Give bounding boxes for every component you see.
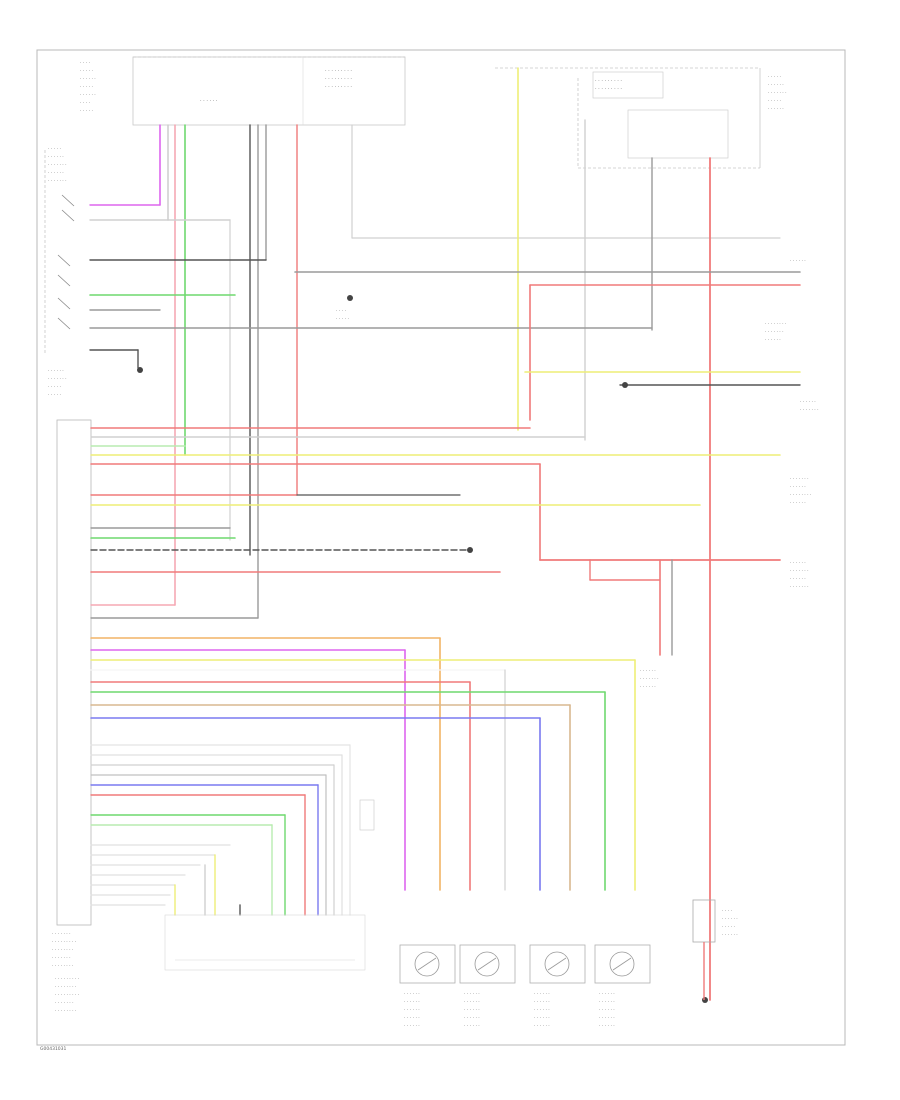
svg-text:· · · · · · ·: · · · · · · · [55, 1001, 74, 1006]
svg-text:· · · · · · ·: · · · · · · · [48, 179, 67, 184]
svg-text:· · · · · ·: · · · · · · [534, 992, 550, 997]
svg-text:· · · · · ·: · · · · · · [768, 107, 784, 112]
svg-text:· · · ·: · · · · [336, 309, 346, 314]
svg-text:· · · · · ·: · · · · · · [722, 933, 738, 938]
svg-text:· · · · · ·: · · · · · · [722, 917, 738, 922]
svg-text:· · · · · · ·: · · · · · · · [768, 91, 787, 96]
svg-text:· · · · · · · · ·: · · · · · · · · · [595, 86, 622, 92]
svg-text:· · · · · · ·: · · · · · · · [800, 408, 819, 413]
svg-text:· · · · · ·: · · · · · · [640, 669, 656, 674]
svg-text:· · · · · · · ·: · · · · · · · · [790, 493, 811, 498]
svg-text:· · · · · · ·: · · · · · · · [790, 585, 809, 590]
svg-text:· · · · · ·: · · · · · · [404, 1016, 420, 1021]
svg-text:· · · · · · ·: · · · · · · · [790, 569, 809, 574]
svg-text:· · · · · ·: · · · · · · [80, 93, 96, 98]
svg-text:· · · · · ·: · · · · · · [464, 1000, 480, 1005]
svg-text:· · · · · · · · ·: · · · · · · · · · [52, 940, 76, 945]
svg-text:· · · · · · · ·: · · · · · · · · [55, 1009, 76, 1014]
abs-control-module: · · · · · · · · · · · · · · · · · · · · … [52, 419, 92, 969]
svg-text:· · · · · · · · ·: · · · · · · · · · [325, 76, 352, 82]
top-right-relay-block: · · · · · · · · · · · · · · · · · · · · … [495, 67, 787, 169]
svg-text:· · · ·: · · · · [722, 909, 732, 914]
svg-text:· · · · ·: · · · · · [336, 317, 349, 322]
svg-text:· · · · · ·: · · · · · · [534, 1008, 550, 1013]
svg-text:· · · · · · · ·: · · · · · · · · [52, 964, 73, 969]
svg-text:· · · · · ·: · · · · · · [599, 992, 615, 997]
svg-text:· · · · · ·: · · · · · · [599, 1000, 615, 1005]
svg-text:· · · · · ·: · · · · · · [599, 1008, 615, 1013]
svg-text:· · · · · · ·: · · · · · · · [790, 477, 809, 482]
svg-text:· · · ·: · · · · [80, 101, 90, 106]
wheel-sensor-rr: · · · · · · · · · · · · · · · · · · · · · ·… [594, 944, 651, 1029]
svg-text:· · · · · ·: · · · · · · [534, 1000, 550, 1005]
svg-text:· · · · · ·: · · · · · · [599, 1016, 615, 1021]
svg-text:· · · · ·: · · · · · [768, 99, 781, 104]
wheel-sensor-lf: · · · · · · · · · · · · · · · · · · · · · ·… [399, 944, 456, 1029]
svg-text:· · · · · ·: · · · · · · [464, 1016, 480, 1021]
svg-text:· · · · · ·: · · · · · · [48, 171, 64, 176]
top-left-fuse-block: · · · · · · · · · · · · · · · · · · · · … [80, 56, 406, 126]
svg-text:· · · · · · · · ·: · · · · · · · · · [55, 977, 79, 982]
svg-text:· · · · ·: · · · · · [768, 75, 781, 80]
svg-text:· · · · · · ·: · · · · · · · [765, 330, 784, 335]
page-id: G00431031 [40, 1046, 67, 1052]
wheel-sensor-rf: · · · · · · · · · · · · · · · · · · · · · ·… [459, 944, 516, 1029]
svg-text:· · · · · · · ·: · · · · · · · · [52, 948, 73, 953]
svg-text:· · · · · ·: · · · · · · [464, 1024, 480, 1029]
ground-markers: · · · · · · · · · [137, 295, 708, 1003]
svg-text:· · · · · ·: · · · · · · [80, 77, 96, 82]
svg-text:· · · · · ·: · · · · · · [404, 1024, 420, 1029]
svg-text:· · · · · ·: · · · · · · [464, 992, 480, 997]
svg-text:· · · · · ·: · · · · · · [534, 1016, 550, 1021]
svg-text:· · · · ·: · · · · · [80, 69, 93, 74]
svg-text:· · · · · · · ·: · · · · · · · · [765, 322, 786, 327]
svg-text:· · · · · ·: · · · · · · [790, 561, 806, 566]
svg-text:· · · · ·: · · · · · [80, 85, 93, 90]
svg-text:· · · · · ·: · · · · · · [404, 1000, 420, 1005]
svg-text:· · · · · · · · ·: · · · · · · · · · [325, 84, 352, 90]
svg-text:· · · · ·: · · · · · [48, 147, 61, 152]
wheel-sensor-lr: · · · · · · · · · · · · · · · · · · · · · ·… [529, 944, 586, 1029]
svg-text:· · · · · ·: · · · · · · [404, 1008, 420, 1013]
svg-text:· · · · · ·: · · · · · · [640, 685, 656, 690]
svg-text:· · · · · ·: · · · · · · [200, 98, 218, 104]
svg-text:· · · · · ·: · · · · · · [48, 369, 64, 374]
svg-text:· · · · · ·: · · · · · · [404, 992, 420, 997]
svg-text:· · · · · · · ·: · · · · · · · · [55, 985, 76, 990]
bottom-left-sensor-connectors: · · · · · · · · · · · · · · · · · · · · … [55, 914, 366, 1014]
right-labels: · · · · · · · · · · · · · · · · · · · · … [640, 259, 819, 690]
svg-text:· · · · · ·: · · · · · · [464, 1008, 480, 1013]
fluid-level-sensor: · · · · · · · · · · · · · · · · · · · · … [692, 899, 738, 1000]
svg-text:· · · · ·: · · · · · [48, 385, 61, 390]
svg-text:· · · · · ·: · · · · · · [48, 155, 64, 160]
svg-text:· · · ·: · · · · [80, 61, 90, 66]
svg-text:· · · · · ·: · · · · · · [790, 501, 806, 506]
left-upper-switch-cluster: · · · · · · · · · · · · · · · · · · · · … [44, 147, 75, 398]
svg-text:· · · · · · ·: · · · · · · · [48, 163, 67, 168]
svg-text:· · · · · · ·: · · · · · · · [48, 377, 67, 382]
svg-text:· · · · · · · · ·: · · · · · · · · · [55, 993, 79, 998]
svg-text:· · · · · ·: · · · · · · [790, 485, 806, 490]
svg-text:· · · · ·: · · · · · [722, 925, 735, 930]
wheel-speed-sensors: · · · · · · · · · · · · · · · · · · · · · ·… [399, 944, 651, 1029]
svg-text:· · · · · · · · ·: · · · · · · · · · [325, 68, 352, 74]
wire-bundle [89, 67, 801, 1001]
svg-text:· · · · · ·: · · · · · · [599, 1024, 615, 1029]
svg-text:· · · · · ·: · · · · · · [534, 1024, 550, 1029]
svg-text:· · · · · ·: · · · · · · [790, 259, 806, 264]
svg-text:· · · · · · ·: · · · · · · · [640, 677, 659, 682]
svg-text:· · · · · ·: · · · · · · [800, 400, 816, 405]
diagram-frame [36, 49, 846, 1046]
svg-text:· · · · · ·: · · · · · · [765, 338, 781, 343]
svg-text:· · · · · · · · ·: · · · · · · · · · [595, 78, 622, 84]
svg-text:· · · · · · ·: · · · · · · · [52, 932, 71, 937]
svg-text:· · · · · ·: · · · · · · [790, 577, 806, 582]
svg-text:· · · · ·: · · · · · [48, 393, 61, 398]
svg-text:· · · · · ·: · · · · · · [768, 83, 784, 88]
svg-text:· · · · ·: · · · · · [80, 109, 93, 114]
svg-text:· · · · · · ·: · · · · · · · [52, 956, 71, 961]
